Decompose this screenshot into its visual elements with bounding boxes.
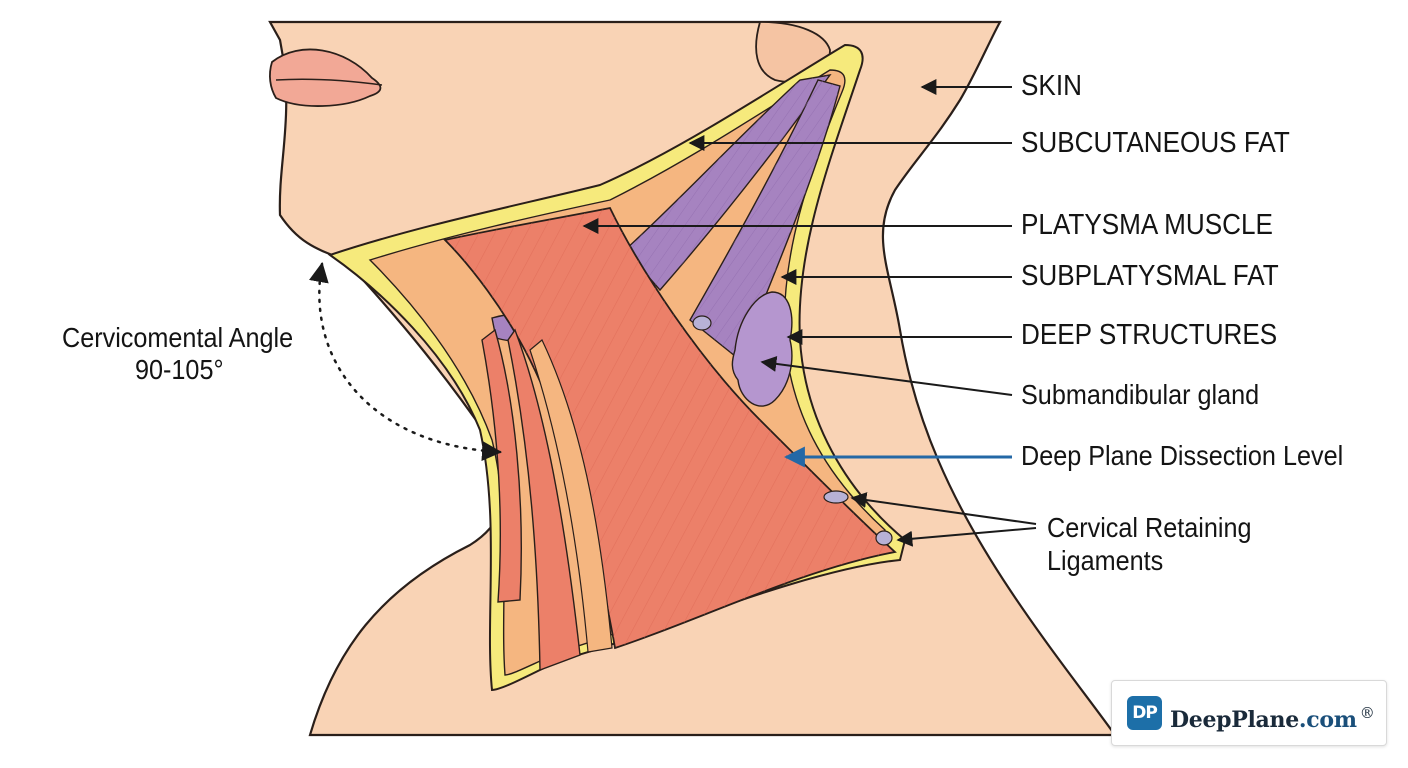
arrow-submandibular-gland	[760, 355, 1013, 396]
strap-muscle-2	[507, 328, 581, 672]
logo-wordmark: DeepPlane.com®	[1170, 700, 1375, 733]
retaining-ligament-node-1	[823, 490, 849, 504]
cervicomental-angle-arc	[309, 262, 502, 462]
arrow-retaining-ligament-2	[896, 527, 1037, 547]
label-deep-structures: DEEP STRUCTURES	[1021, 319, 1278, 351]
label-platysma-muscle: PLATYSMA MUSCLE	[1021, 209, 1273, 241]
arrow-retaining-ligament-1	[850, 492, 1037, 525]
label-skin: SKIN	[1021, 70, 1082, 102]
label-cervicomental-angle-line2: 90-105°	[135, 354, 224, 385]
strap-muscle-3	[529, 339, 613, 653]
label-submandibular-gland: Submandibular gland	[1021, 379, 1260, 410]
label-cervicomental-angle-line1: Cervicomental Angle	[62, 322, 294, 353]
submandibular-gland-shape	[731, 291, 793, 407]
label-subplatysmal-fat: SUBPLATYSMAL FAT	[1021, 260, 1279, 292]
label-deep-plane-dissection-level: Deep Plane Dissection Level	[1021, 440, 1344, 471]
label-cervical-retaining-ligaments-line2: Ligaments	[1047, 545, 1164, 576]
retaining-ligament-node-3	[692, 315, 712, 331]
logo-registered-mark: ®	[1359, 704, 1375, 722]
label-cervical-retaining-ligaments-line1: Cervical Retaining	[1047, 512, 1252, 543]
lip-line	[275, 78, 383, 86]
retaining-ligament-node-2	[875, 530, 893, 546]
logo-tld: .com	[1298, 707, 1357, 733]
logo-name: DeepPlane	[1170, 707, 1299, 733]
lips-shape	[269, 48, 382, 107]
logo-badge: DP	[1127, 696, 1162, 730]
label-subcutaneous-fat: SUBCUTANEOUS FAT	[1021, 127, 1290, 159]
deepplane-logo: DP DeepPlane.com®	[1111, 680, 1387, 746]
